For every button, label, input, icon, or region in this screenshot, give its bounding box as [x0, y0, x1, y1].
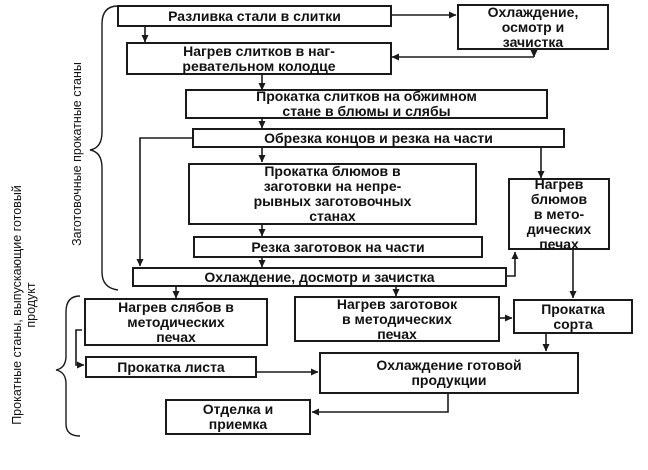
box-pouring-text: Разливка стали в слитки [168, 7, 341, 24]
box-rolling-sections: Прокатка сорта [513, 299, 633, 334]
flow-connectors [55, 5, 577, 437]
box-heating-billets: Нагрев заготовок в методических печах [294, 296, 500, 342]
box-cutting-billets-text: Резка заготовок на части [251, 238, 425, 255]
box-rolling-blooms: Прокатка блюмов в заготовки на непре- ры… [188, 163, 477, 225]
box-cutting-ends-text: Обрезка концов и резка на части [264, 129, 493, 146]
box-finishing-text: Отделка и приемка [202, 401, 274, 432]
box-rolling-ingots: Прокатка слитков на обжимном стане в блю… [185, 89, 548, 119]
arrow-final-cooling-to-finishing [311, 394, 449, 416]
arrow-slabs-to-sheet [75, 329, 85, 369]
box-rolling-ingots-text: Прокатка слитков на обжимном стане в блю… [256, 89, 477, 119]
box-cooling-final: Охлаждение готовой продукции [319, 352, 579, 394]
box-rolling-sheet: Прокатка листа [85, 356, 257, 378]
lower-brace [55, 295, 81, 437]
box-heating-blooms-text: Нагрев блюмов в мето- дических печах [526, 175, 592, 252]
production-flowchart: Заготовочные прокатные станы Прокатные с… [10, 4, 633, 437]
box-cooling-mid: Охлаждение, досмотр и зачистка [132, 267, 507, 287]
box-heating-ingots-text: Нагрев слитков в наг- ревательном колодц… [182, 42, 336, 74]
arrow-cooling-to-heating-blooms [507, 251, 519, 277]
box-cooling-final-text: Охлаждение готовой продукции [376, 357, 522, 388]
box-cooling-top: Охлаждение, осмотр и зачистка [457, 4, 609, 50]
box-cooling-mid-text: Охлаждение, досмотр и зачистка [204, 268, 435, 285]
box-cutting-billets: Резка заготовок на части [193, 236, 483, 258]
box-pouring: Разливка стали в слитки [117, 5, 392, 27]
box-cooling-top-text: Охлаждение, осмотр и зачистка [487, 3, 579, 50]
box-rolling-sections-text: Прокатка сорта [541, 300, 605, 332]
upper-brace [89, 5, 119, 291]
box-rolling-sheet-text: Прокатка листа [117, 358, 225, 375]
box-heating-slabs-text: Нагрев слябов в методических печах [118, 298, 234, 345]
upper-side-label: Заготовочные прокатные станы [70, 62, 84, 246]
box-finishing: Отделка и приемка [165, 399, 311, 435]
box-cutting-ends: Обрезка концов и резка на части [192, 128, 565, 148]
box-rolling-blooms-text: Прокатка блюмов в заготовки на непре- ры… [253, 163, 412, 224]
lower-side-label: Прокатные станы, выпускающие готовый про… [10, 185, 38, 425]
arrow-cutting-to-cooling-mid [136, 137, 192, 267]
box-heating-blooms: Нагрев блюмов в мето- дических печах [508, 175, 610, 252]
box-heating-billets-text: Нагрев заготовок в методических печах [336, 295, 458, 342]
box-heating-ingots: Нагрев слитков в наг- ревательном колодц… [126, 42, 392, 75]
box-heating-slabs: Нагрев слябов в методических печах [84, 298, 268, 346]
